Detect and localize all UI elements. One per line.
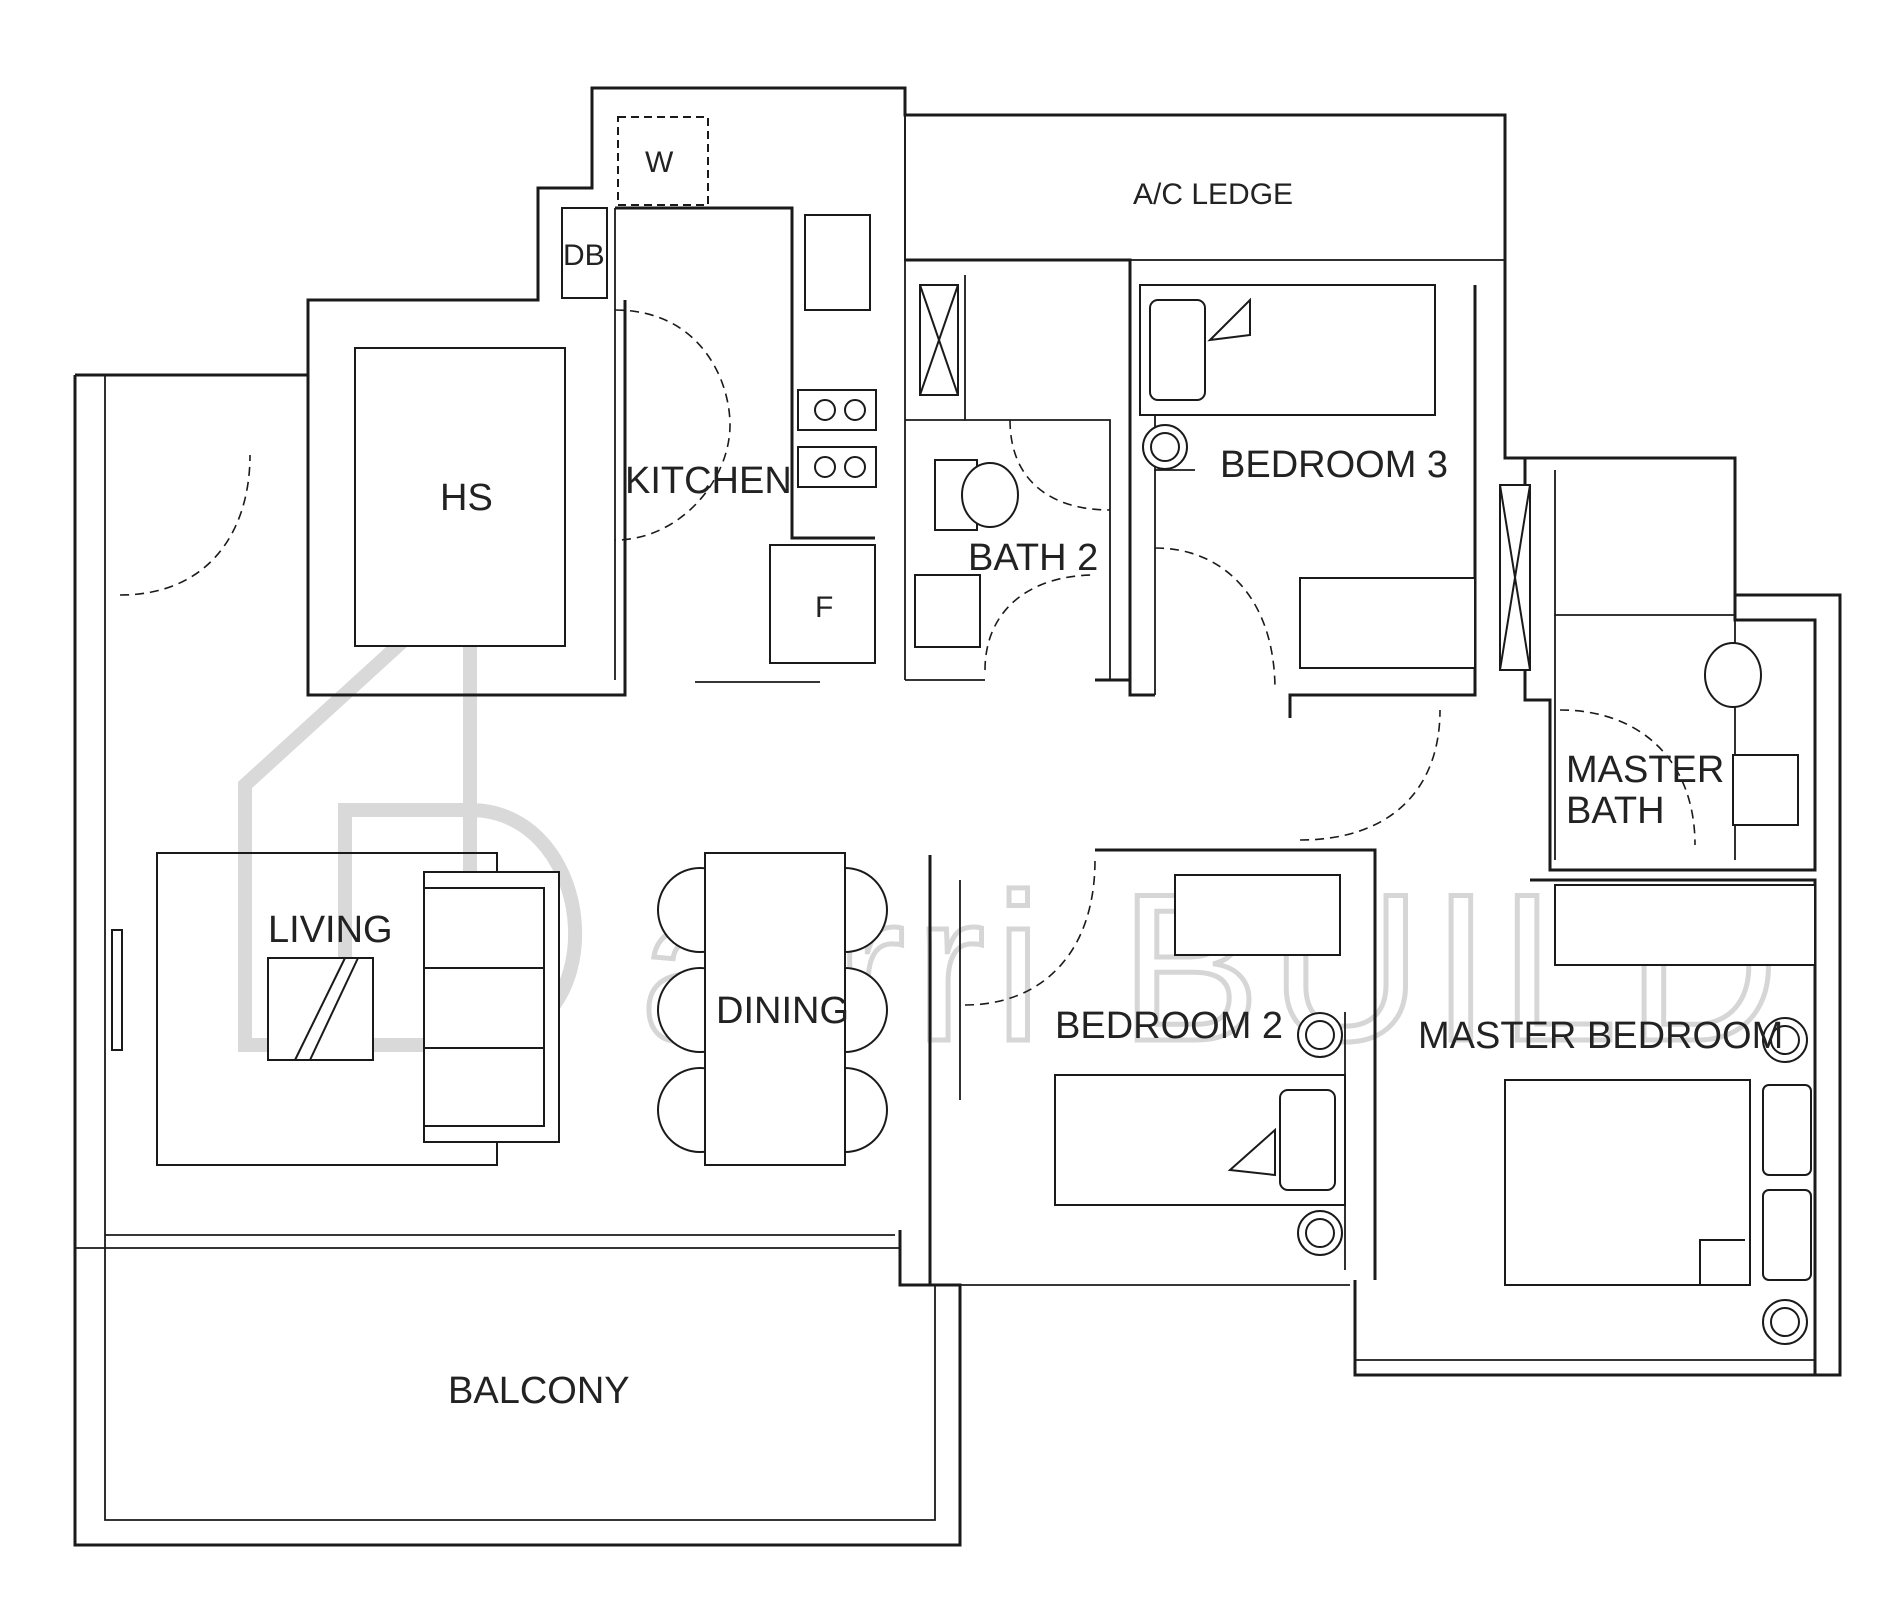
pillow-icon-3 [1762,1084,1812,1176]
label-balcony: BALCONY [448,1370,630,1412]
wardrobe-icon-3 [1554,884,1816,966]
washer-box [617,116,709,206]
label-master-bath-1: MASTER [1566,749,1724,791]
lamp-icon [1142,424,1188,470]
room-labels: A/C LEDGE W DB KITCHEN HS F BATH 2 BEDRO… [268,146,1783,1412]
stove-icon-2 [797,446,877,488]
pillow-icon-4 [1762,1189,1812,1281]
bedroom2-furniture [1054,874,1346,1256]
bedroom2-door [964,859,1096,1006]
wardrobe-icon [1299,577,1476,669]
basin-icon [914,574,981,648]
label-bedroom-3: BEDROOM 3 [1220,444,1448,486]
master-basin-icon [1732,754,1799,826]
bedroom3-furniture [1139,284,1476,669]
lamp-icon-2 [1297,1012,1343,1058]
label-f: F [815,591,833,624]
master-toilet-icon [1704,642,1762,708]
label-ac-ledge: A/C LEDGE [1133,178,1293,211]
label-master-bedroom: MASTER BEDROOM [1418,1015,1783,1057]
stove-icon [797,389,877,431]
fridge-box [769,544,876,664]
kitchen-fixtures [695,214,877,683]
label-kitchen: KITCHEN [625,460,792,502]
label-master-bath-2: BATH [1566,790,1665,832]
sofa-icon [423,871,560,1143]
bath2-inner-door [1009,419,1111,511]
label-hs: HS [440,477,493,519]
door-swings [119,309,1696,1006]
hs-storage [354,347,566,647]
lamp-icon-3 [1297,1210,1343,1256]
master-furniture [1504,884,1816,1345]
lamp-icon-5 [1762,1299,1808,1345]
dining-table [704,852,846,1166]
label-db: DB [563,239,605,272]
bedroom3-door [1154,547,1276,691]
label-living: LIVING [268,909,393,951]
wall-tv-icon [111,929,123,1051]
bath2-door [984,574,1096,671]
wardrobe-icon-2 [1174,874,1341,956]
pillow-icon-2 [1279,1089,1336,1191]
lamp-icon-4 [1762,1017,1808,1063]
master-door [1299,709,1441,841]
toilet-icon [961,462,1019,528]
bath-fixtures [914,284,1799,826]
pillow-icon [1149,299,1206,401]
label-bath-2: BATH 2 [968,537,1098,579]
kitchen-door [614,309,731,541]
label-dining: DINING [716,990,849,1032]
living-dining-furniture [111,852,888,1166]
entrance-door [119,454,251,596]
label-w: W [645,146,674,179]
master-bath-door [1559,709,1696,846]
db-box [561,207,608,299]
bed-icon-3 [1504,1079,1751,1286]
sink-icon [804,214,871,311]
label-bedroom-2: BEDROOM 2 [1055,1005,1283,1047]
interior-walls [306,88,1817,1375]
